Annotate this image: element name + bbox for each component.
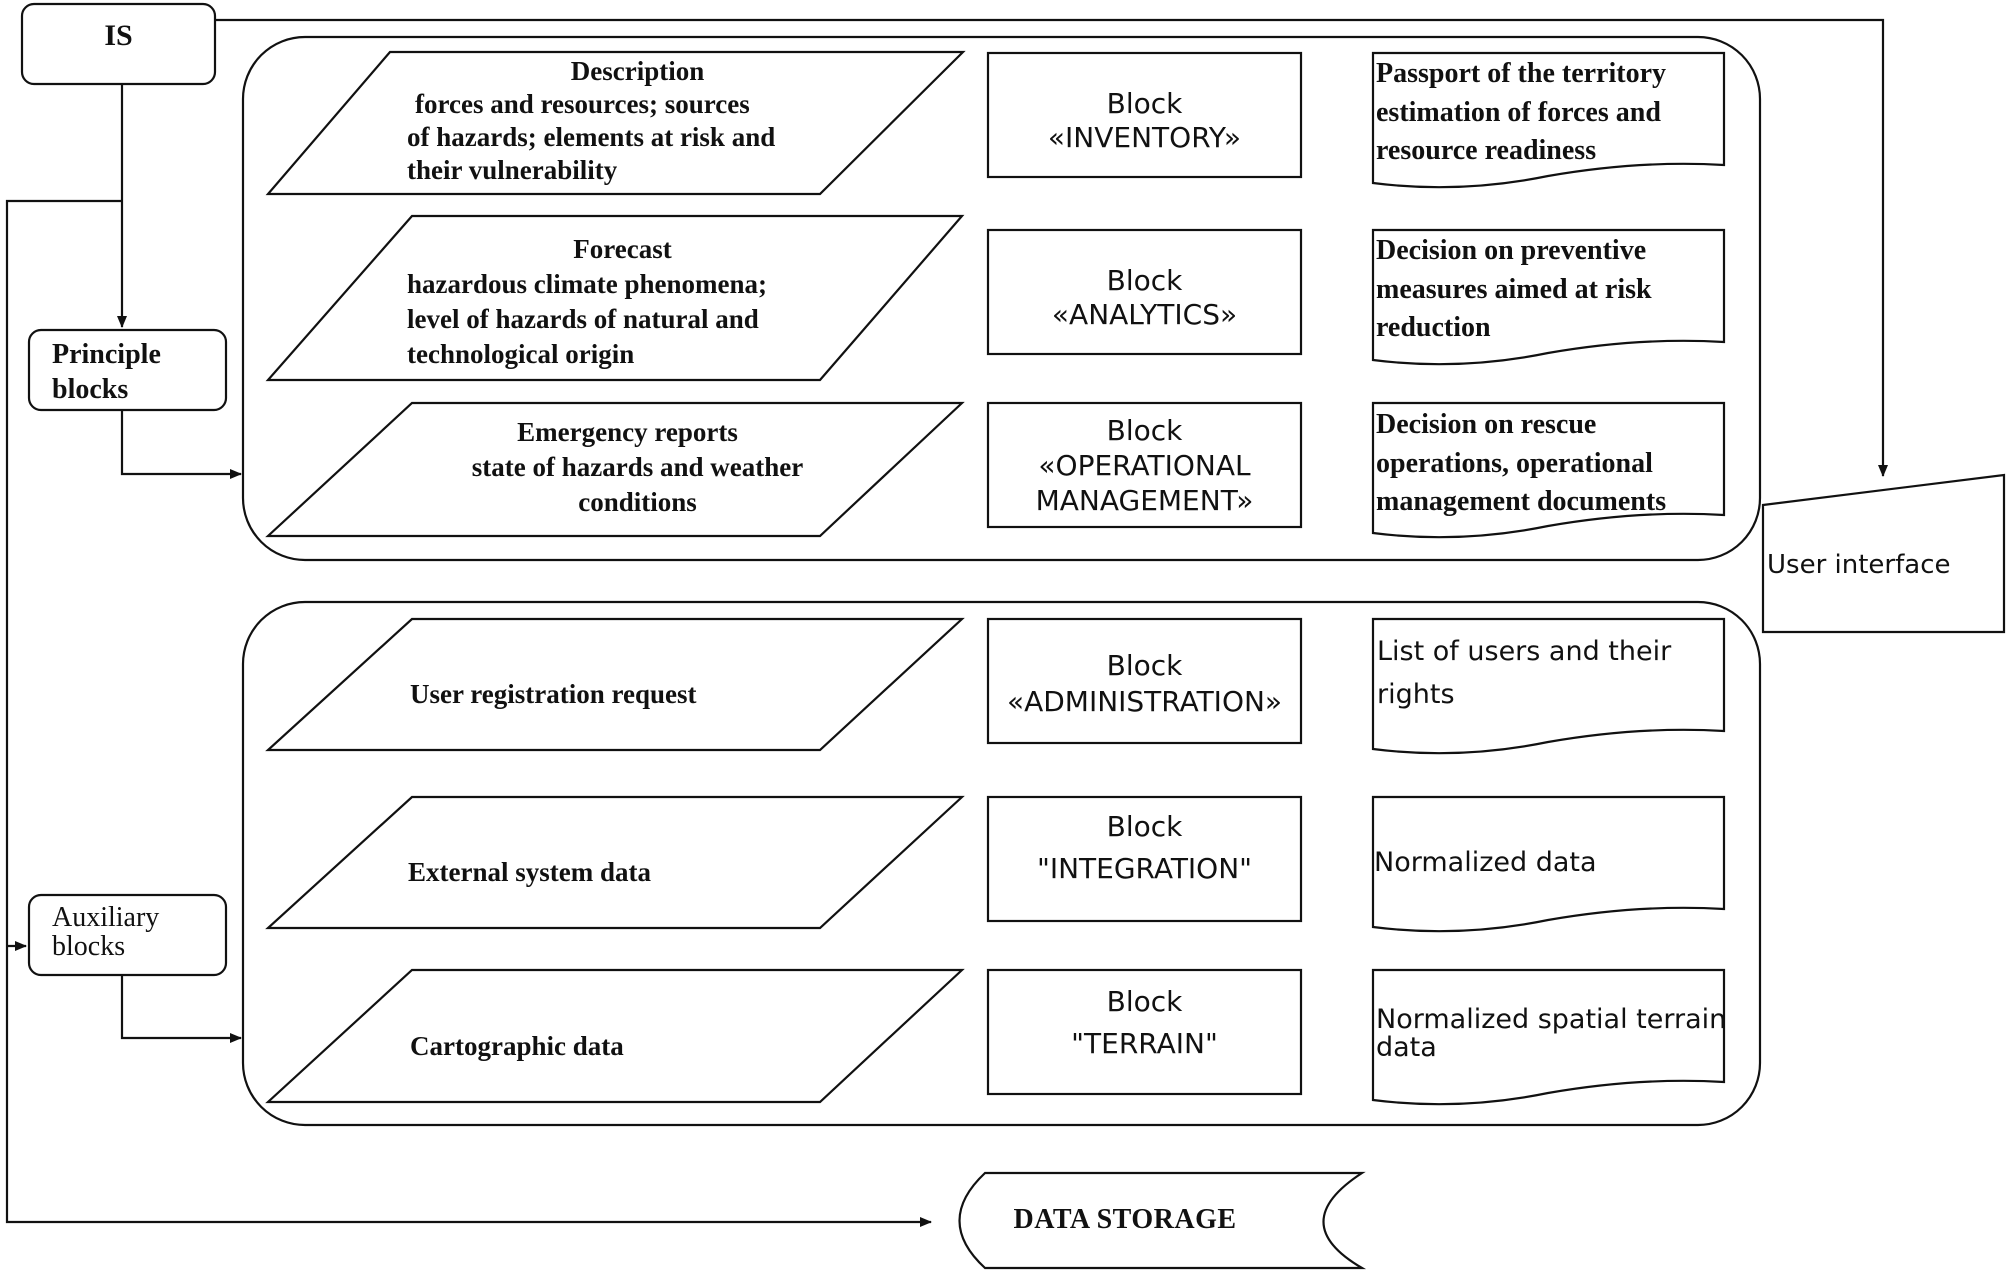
- block-label-integration: Block "INTEGRATION": [1036, 810, 1253, 885]
- input-label-cartographic: Cartographic data: [410, 1031, 624, 1061]
- input-label-external-data: External system data: [408, 857, 651, 887]
- block-rect-operational: [986, 401, 1303, 529]
- block-rect-integration: [986, 795, 1303, 923]
- output-label-normalized: Normalized data: [1374, 847, 1597, 878]
- user-interface-shape: [1761, 473, 2006, 634]
- block-rect-inventory: [986, 51, 1303, 179]
- connector-is-to-user-interface: [215, 18, 1888, 477]
- output-label-passport: Passport of the territory estimation of …: [1376, 58, 1667, 167]
- block-label-operational: Block «OPERATIONAL MANAGEMENT»: [1035, 414, 1254, 517]
- doc-shape-rescue: [1371, 401, 1726, 539]
- input-label-forecast: Forecast hazardous climate phenomena; le…: [407, 234, 767, 370]
- input-parallelogram-external-data: [265, 795, 965, 930]
- principle-blocks-label: Principle blocks: [52, 339, 161, 405]
- data-storage-shape: [958, 1171, 1367, 1270]
- connector-is-branch-left: [5, 199, 932, 1227]
- data-storage-label: DATA STORAGE: [1013, 1204, 1237, 1235]
- block-rect-analytics: [986, 228, 1303, 356]
- connector-auxiliary-to-group: [120, 975, 242, 1043]
- is-box: [20, 2, 217, 86]
- principle-blocks-box: [27, 328, 228, 412]
- user-interface-label: User interface: [1767, 550, 1951, 580]
- doc-shape-preventive: [1371, 228, 1726, 366]
- block-rect-terrain: [986, 968, 1303, 1096]
- connector-principle-to-group: [120, 410, 242, 479]
- input-label-user-registration: User registration request: [410, 679, 697, 709]
- input-parallelogram-description: [265, 50, 966, 196]
- doc-shape-terrain: [1371, 968, 1726, 1106]
- doc-shape-users: [1371, 617, 1726, 755]
- output-label-rescue: Decision on rescue operations, operation…: [1376, 409, 1667, 518]
- principle-group-container: [241, 35, 1762, 562]
- output-label-preventive: Decision on preventive measures aimed at…: [1376, 235, 1652, 344]
- block-label-inventory: Block «INVENTORY»: [1047, 87, 1242, 155]
- is-label: IS: [104, 19, 133, 52]
- doc-shape-passport: [1371, 51, 1726, 189]
- auxiliary-blocks-label: Auxiliary blocks: [52, 902, 160, 963]
- input-parallelogram-emergency: [265, 401, 965, 538]
- block-rect-administration: [986, 617, 1303, 745]
- block-label-analytics: Block «ANALYTICS»: [1051, 264, 1238, 332]
- block-label-administration: Block «ADMINISTRATION»: [1006, 649, 1283, 719]
- output-label-terrain: Normalized spatial terrain data: [1376, 1004, 1727, 1064]
- block-label-terrain: Block "TERRAIN": [1071, 985, 1218, 1060]
- input-parallelogram-forecast: [265, 214, 965, 382]
- input-label-emergency: Emergency reports state of hazards and w…: [471, 417, 804, 518]
- auxiliary-blocks-box: [27, 893, 228, 977]
- input-parallelogram-user-registration: [265, 617, 965, 752]
- doc-shape-normalized: [1371, 795, 1726, 933]
- auxiliary-group-container: [241, 600, 1762, 1127]
- input-label-description: Description forces and resources; source…: [407, 56, 776, 185]
- output-label-users: List of users and their rights: [1377, 636, 1672, 711]
- input-parallelogram-cartographic: [265, 968, 965, 1104]
